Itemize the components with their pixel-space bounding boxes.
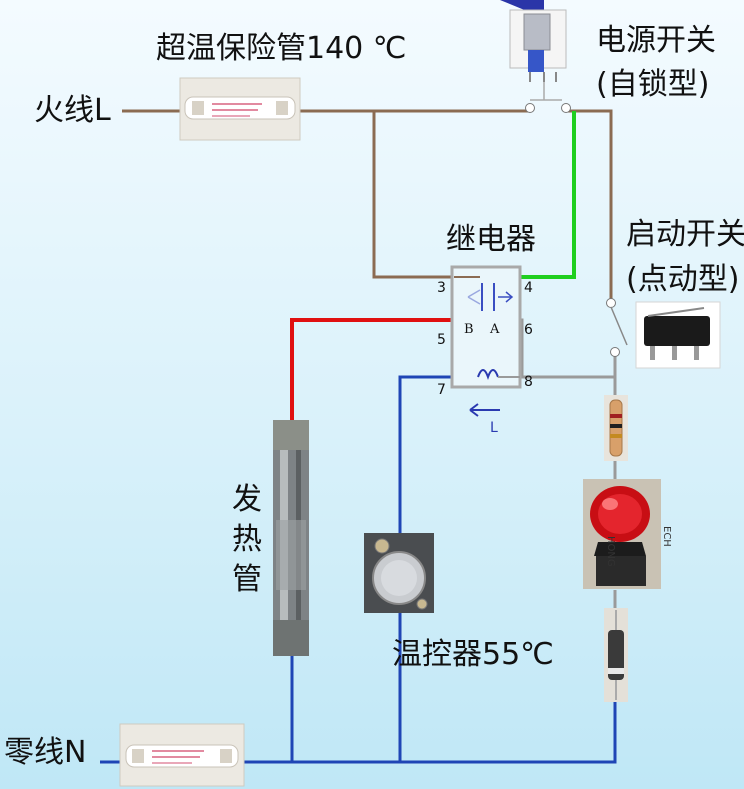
start-switch-label: 启动开关 xyxy=(626,217,744,252)
heater-label-char-3: 管 xyxy=(232,562,262,597)
start-switch xyxy=(606,298,721,369)
neutral-wire-label: 零线N xyxy=(4,735,87,770)
wire-blue-relay-7-to-thermostat xyxy=(398,375,478,535)
relay xyxy=(450,265,522,417)
wire-switch-to-start xyxy=(568,109,613,300)
power-switch-type-label: (自锁型) xyxy=(596,67,710,102)
relay-pin-7: 7 xyxy=(437,382,446,398)
heater-tube xyxy=(273,420,309,656)
thermostat xyxy=(364,533,434,613)
relay-pin-3: 3 xyxy=(437,280,446,296)
relay-contact-b: B xyxy=(464,322,474,337)
thermostat-label: 温控器55℃ xyxy=(392,637,554,672)
diode xyxy=(604,608,628,702)
heater-label-char-2: 热 xyxy=(232,522,262,557)
wire-live-to-relay-3 xyxy=(372,111,452,279)
relay-coil-label: L xyxy=(490,420,498,436)
relay-pin-6: 6 xyxy=(524,322,533,338)
start-switch-type-label: (点动型) xyxy=(626,262,740,297)
relay-pin-4: 4 xyxy=(524,280,533,296)
power-switch-label: 电源开关 xyxy=(596,23,716,58)
wire-green-switch-to-relay-4 xyxy=(515,111,576,279)
relay-contact-a: A xyxy=(490,322,500,337)
svg-text:HONG: HONG xyxy=(605,536,616,567)
wire-red-relay-5-to-heater xyxy=(290,318,474,420)
heater-label-char-1: 发 xyxy=(232,482,262,517)
heater-label: 发 热 管 xyxy=(230,480,264,600)
live-wire-label: 火线L xyxy=(34,93,111,128)
relay-label: 继电器 xyxy=(446,222,536,257)
fuse-top-label: 超温保险管140 ℃ xyxy=(156,31,407,66)
neutral-wire xyxy=(100,700,617,764)
fuse-bottom xyxy=(119,723,245,787)
relay-pin-8: 8 xyxy=(524,374,533,390)
resistor xyxy=(604,395,628,461)
fuse-top xyxy=(179,77,301,141)
svg-text:ECH: ECH xyxy=(661,526,672,547)
relay-pin-5: 5 xyxy=(437,332,446,348)
indicator-lamp: HONG ECH xyxy=(583,479,672,589)
power-switch xyxy=(500,0,571,113)
